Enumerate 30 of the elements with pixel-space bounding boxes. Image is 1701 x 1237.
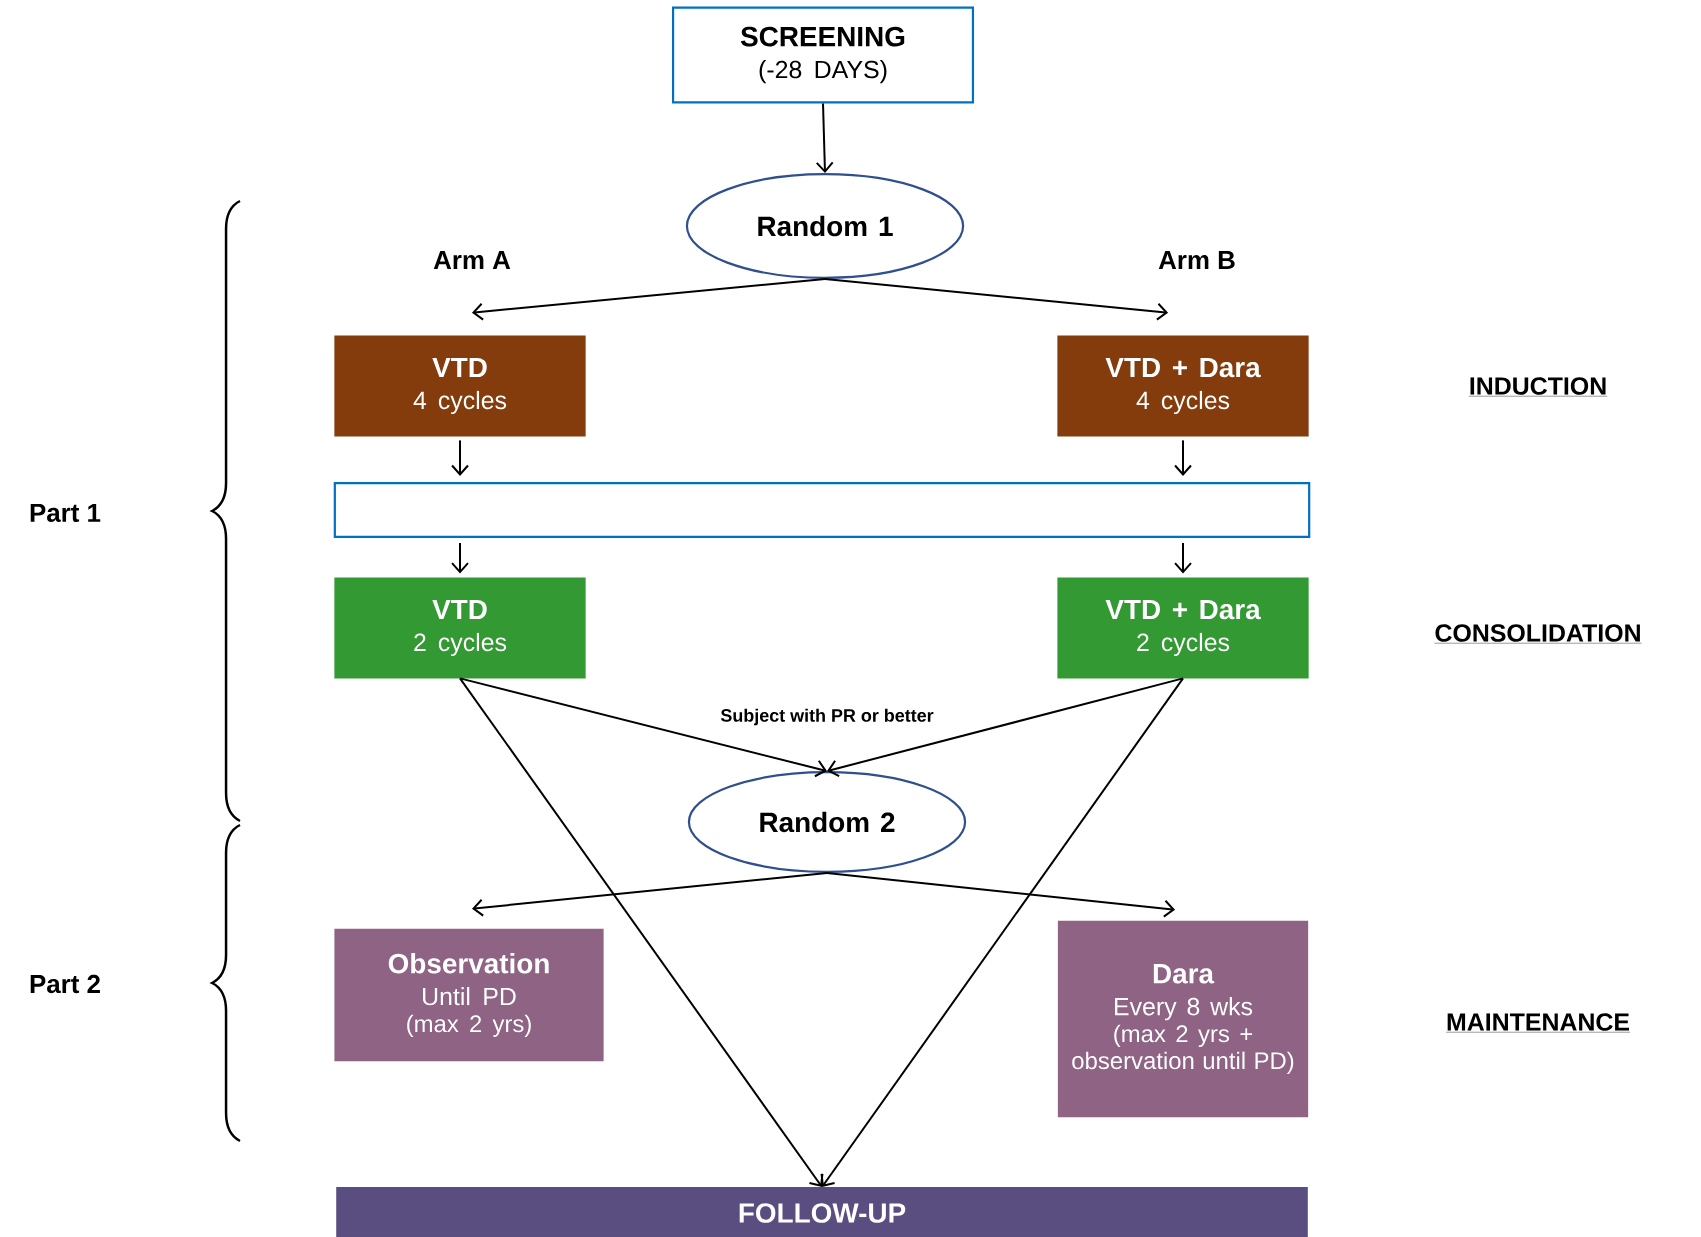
process-box: VTD + Dara 4 cycles — [1057, 335, 1309, 437]
arm-label: Arm B — [1158, 251, 1235, 269]
arrow — [459, 677, 824, 1187]
arrow — [451, 439, 469, 476]
process-box — [333, 482, 1311, 538]
arrow — [820, 677, 1184, 1187]
process-box: VTD 4 cycles — [334, 335, 586, 437]
phase-label: MAINTENANCE — [1445, 1013, 1631, 1033]
arrow — [826, 871, 1176, 918]
process-box: VTD + Dara 2 cycles — [1057, 577, 1309, 679]
arm-label: Arm A — [433, 251, 511, 269]
process-box: VTD 2 cycles — [334, 577, 586, 679]
arrow — [451, 542, 469, 574]
arrow — [459, 677, 827, 778]
part-label: Part 1 — [30, 503, 101, 523]
arrow — [1174, 542, 1192, 574]
part-label: Part 2 — [30, 974, 100, 994]
process-box: Dara Every 8 wks (max 2 yrs + observation until PD) — [1057, 920, 1309, 1118]
phase-label: CONSOLIDATION — [1434, 624, 1642, 644]
arrow — [1174, 439, 1192, 476]
process-box: Observation Until PD (max 2 yrs) — [334, 928, 604, 1062]
arrow — [815, 102, 834, 174]
arrow — [472, 871, 828, 917]
arrow — [471, 277, 826, 321]
arrow — [827, 677, 1184, 778]
note-label: Subject with PR or better — [719, 707, 935, 727]
arrow — [824, 277, 1169, 321]
process-box: FOLLOW-UP — [336, 1187, 1308, 1237]
phase-label: INDUCTION — [1468, 377, 1608, 397]
process-box: SCREENING (-28 DAYS) — [671, 6, 975, 104]
